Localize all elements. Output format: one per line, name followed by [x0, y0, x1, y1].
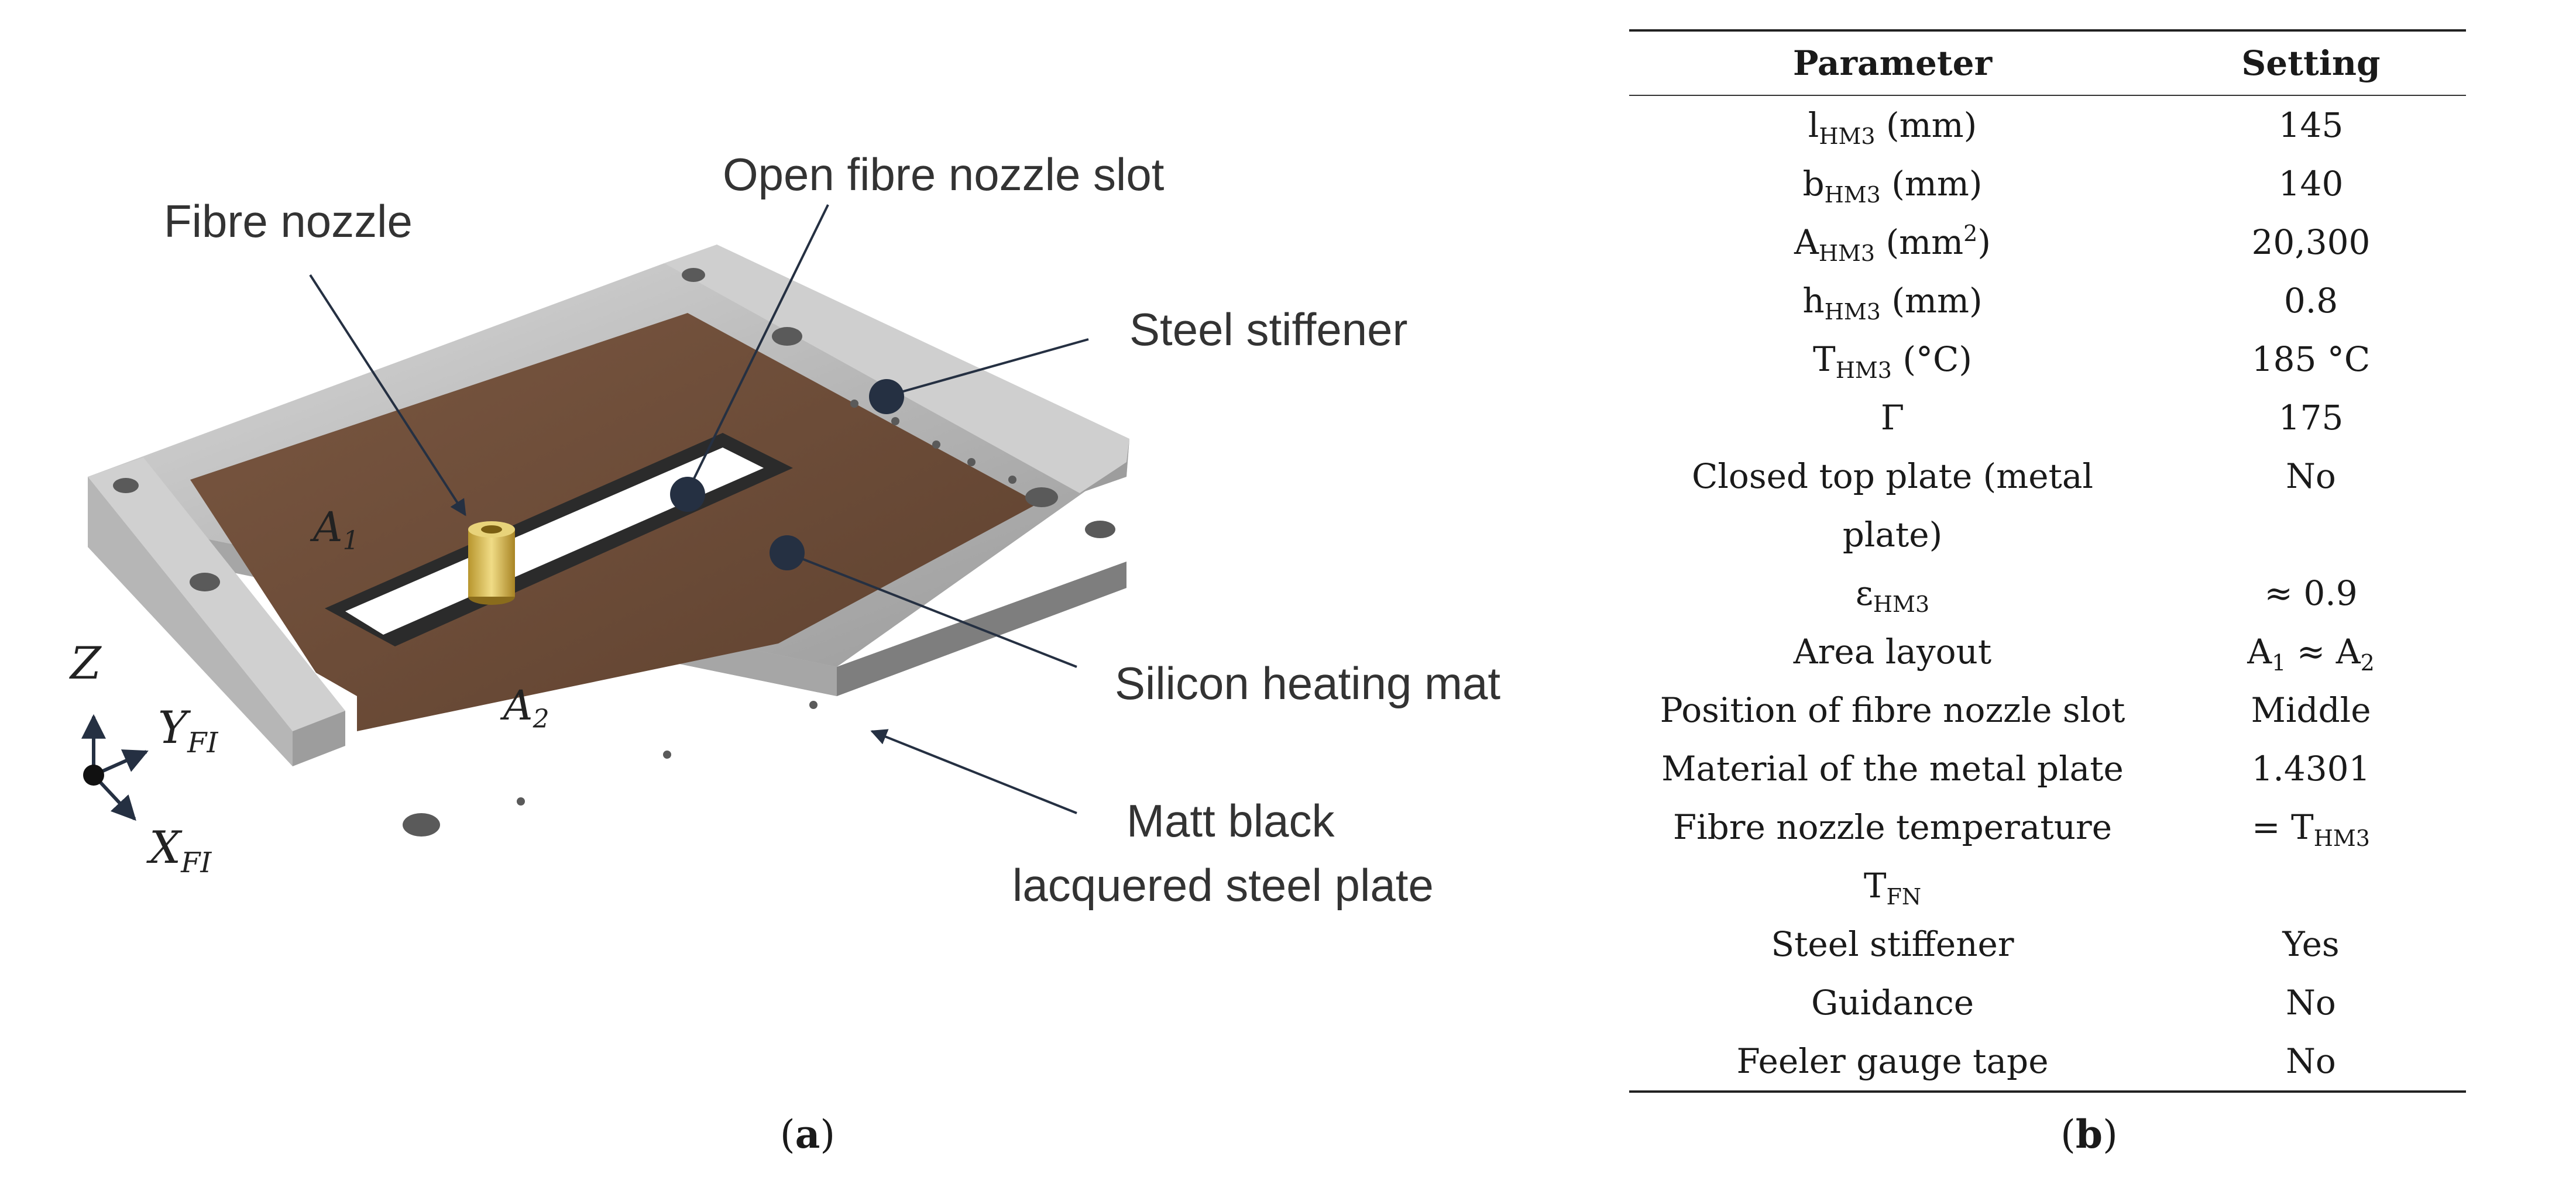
table-row: THM3 (°C) 185 °C: [1813, 339, 2371, 383]
label-steel-stiffener: Steel stiffener: [1129, 304, 1408, 355]
table-header-rule: [1629, 95, 2466, 96]
table-row: hHM3 (mm) 0.8: [1802, 281, 2338, 325]
table-row: Area layout A1 ≈ A2: [1793, 632, 2375, 676]
table-row: εHM3 ≈ 0.9: [1855, 573, 2358, 617]
coordinate-axes: [81, 714, 149, 821]
table-row: Material of the metal plate 1.4301: [1661, 749, 2371, 789]
callout-dots: [670, 379, 904, 570]
caption-a: (a): [779, 1111, 836, 1157]
table-bottom-rule: [1629, 1090, 2466, 1093]
table-row: Steel stiffener Yes: [1771, 924, 2340, 964]
header-parameter: Parameter: [1792, 43, 1993, 83]
header-setting: Setting: [2241, 43, 2381, 83]
label-heating-mat: Silicon heating mat: [1115, 658, 1500, 709]
caption-b: (b): [2060, 1111, 2118, 1157]
table-row: Γ 175: [1880, 398, 2344, 438]
table-row: bHM3 (mm) 140: [1802, 164, 2344, 208]
figure-a-illustration: Fibre nozzle Open fibre nozzle slot Stee…: [69, 149, 1500, 911]
table-top-rule: [1629, 29, 2466, 32]
table-row: lHM3 (mm) 145: [1808, 105, 2344, 149]
table-row: Feeler gauge tape No: [1736, 1041, 2336, 1081]
axis-label-y: YFI: [158, 701, 218, 759]
mounting-holes: [113, 268, 1115, 837]
label-plate-line2: lacquered steel plate: [1012, 859, 1434, 911]
fibre-nozzle: [468, 521, 515, 605]
steel-stiffener: [88, 245, 1129, 766]
table-row: AHM3 (mm2) 20,300: [1794, 221, 2371, 266]
axis-label-z: Z: [69, 637, 102, 689]
table-row: Guidance No: [1811, 983, 2336, 1023]
axis-origin: [83, 765, 104, 786]
table-row: Position of fibre nozzle slot Middle: [1660, 690, 2371, 730]
label-plate-line1: Matt black: [1126, 795, 1335, 846]
area-label-a2: A2: [500, 682, 549, 734]
leader-lines: [309, 204, 1089, 814]
table-header-row: Parameter Setting: [1629, 32, 2466, 95]
label-fibre-nozzle: Fibre nozzle: [164, 195, 413, 247]
parameter-table: Parameter Setting lHM3 (mm) 145 bHM3 (mm…: [1629, 29, 2466, 1093]
label-open-slot: Open fibre nozzle slot: [723, 149, 1165, 200]
axis-label-x: XFI: [146, 821, 212, 879]
area-label-a1: A1: [310, 503, 359, 556]
